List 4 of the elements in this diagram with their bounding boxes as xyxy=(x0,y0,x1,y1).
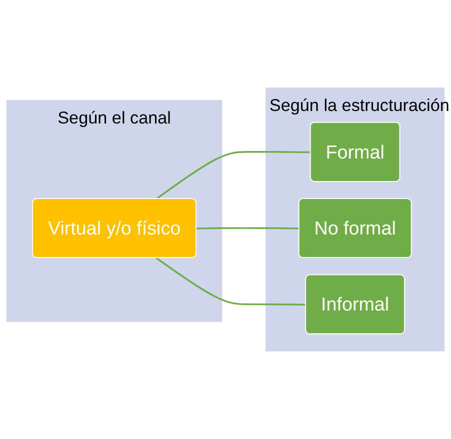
connector xyxy=(156,150,311,200)
connector xyxy=(196,227,300,230)
cluster xyxy=(6,100,222,322)
connector xyxy=(156,257,306,306)
